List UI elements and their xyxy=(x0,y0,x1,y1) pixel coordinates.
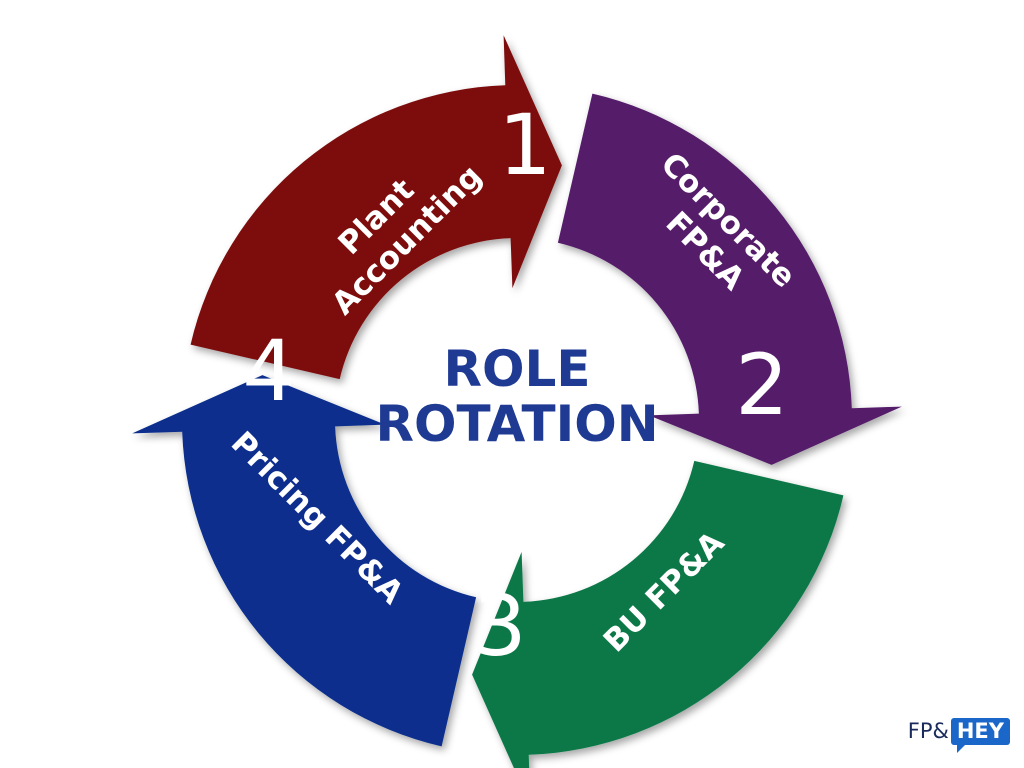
arrow-segment-3 xyxy=(472,460,844,768)
arrow-segment-4 xyxy=(132,375,477,747)
speech-bubble-tail-icon xyxy=(956,744,965,753)
brand-logo-prefix: FP& xyxy=(907,719,949,743)
segment-3-number: 3 xyxy=(473,577,526,675)
segment-1-number: 1 xyxy=(498,96,551,194)
cycle-arrows xyxy=(132,35,902,768)
arrow-segment-1 xyxy=(190,35,562,380)
segment-4-number: 4 xyxy=(242,322,295,420)
center-title-line-1: ROLE xyxy=(443,340,590,398)
brand-logo-highlight: HEY xyxy=(950,717,1010,753)
segment-2-number: 2 xyxy=(735,336,788,434)
center-title: ROLE ROTATION xyxy=(375,340,658,453)
brand-logo-highlight-text: HEY xyxy=(956,718,1004,743)
brand-logo: FP& HEY xyxy=(907,716,1010,753)
center-title-line-2: ROTATION xyxy=(375,395,658,453)
arrow-segment-2 xyxy=(557,93,902,465)
